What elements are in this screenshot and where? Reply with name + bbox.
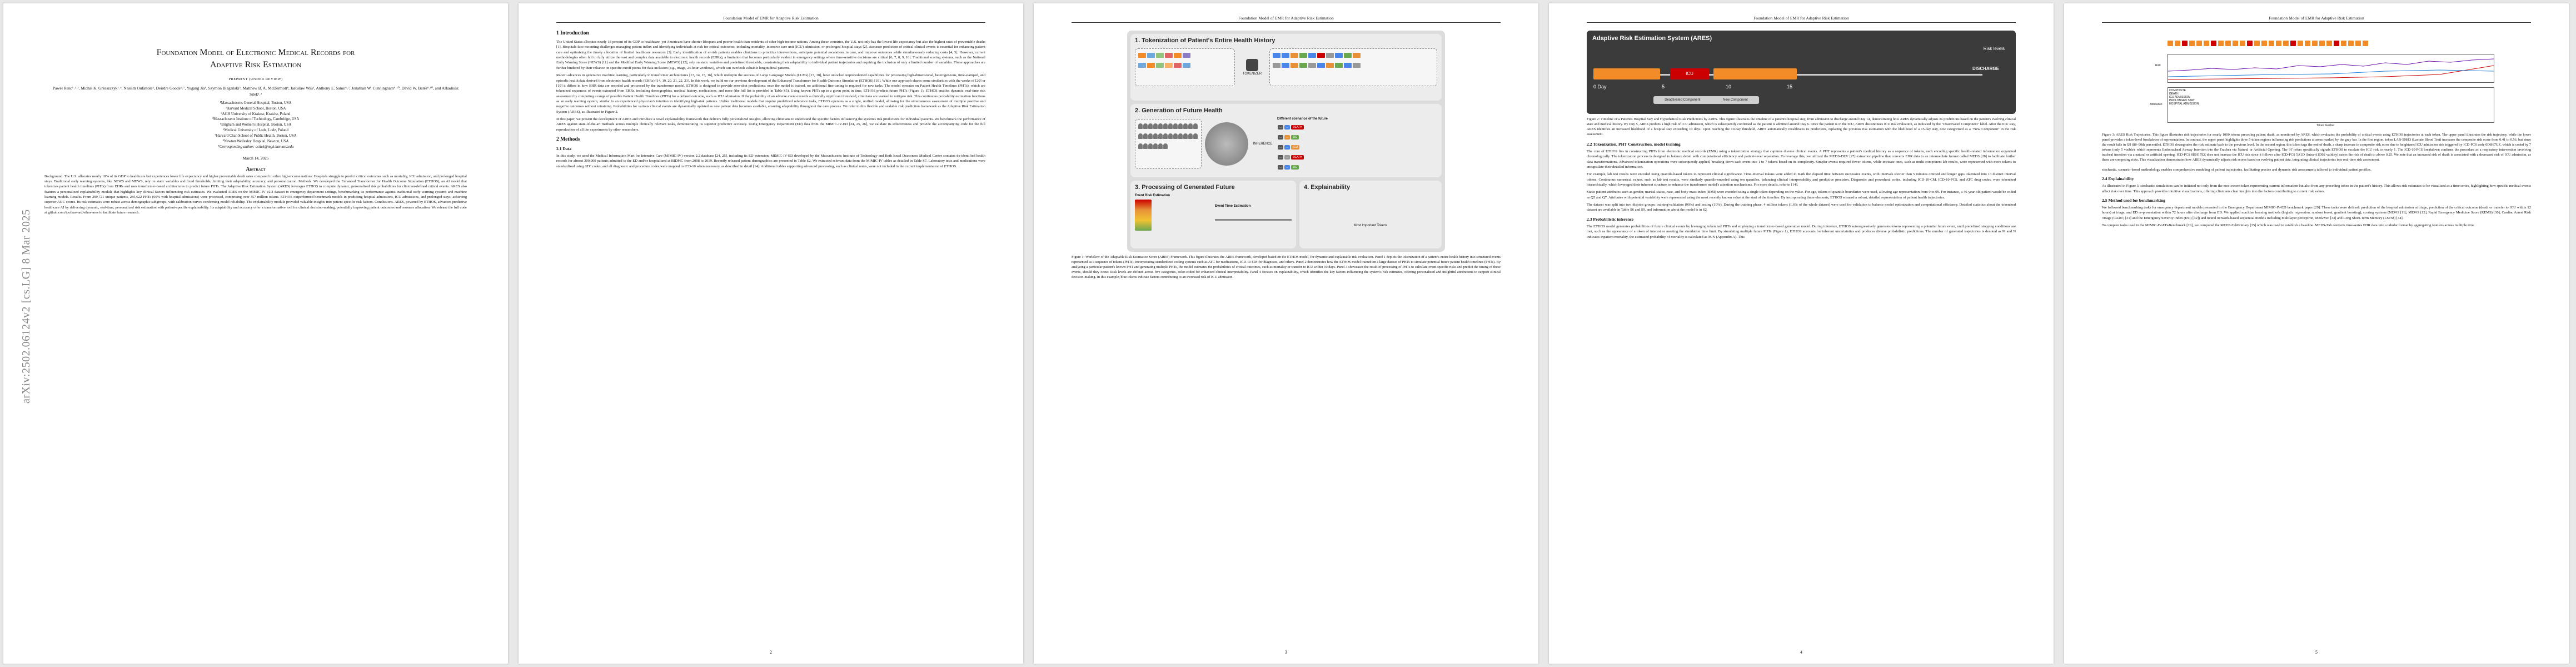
section-heading-introduction: 1 Introduction: [556, 31, 589, 36]
panel-tokenization: 1. Tokenization of Patient's Entire Heal…: [1130, 34, 1442, 101]
risk-levels-label: Risk levels: [1983, 46, 2005, 51]
tick-5: 5: [1662, 84, 1665, 89]
running-head: Foundation Model of EMR for Adaptive Ris…: [556, 16, 985, 23]
legend-composite: COMPOSITE: [2169, 89, 2186, 92]
figure-3-risk-trajectories: Risk COMPOSITE DEATH ICU ADMISSION PROLO…: [2133, 31, 2500, 130]
subsection-heading-probabilistic: 2.3 Probabilistic inference: [1587, 216, 1634, 222]
risk-line-composite: [2168, 58, 2494, 72]
token-sequence: [1269, 48, 1437, 86]
paragraph: Static patient attributes such as gender…: [1587, 190, 2016, 200]
subsection-heading-tokenization: 2.2 Tokenization, PHT Construction, mode…: [1587, 141, 1681, 147]
paragraph: The dataset was split into two disjoint …: [1587, 203, 2016, 212]
token-strip: [2168, 37, 2494, 49]
arxiv-stamp: arXiv:2502.06124v2 [cs.LG] 8 Mar 2025: [20, 209, 32, 404]
panel-title: 3. Processing of Generated Future: [1135, 184, 1235, 191]
event-time-estimation: Event Time Estimation: [1215, 205, 1292, 221]
timeline-segment: [1713, 68, 1797, 79]
panel-title: 4. Explainability: [1304, 184, 1351, 191]
page-number: 2: [770, 650, 772, 655]
timeline-segment: [1593, 68, 1660, 79]
risk-plot: [2168, 54, 2494, 83]
legend-deactivated: Deactivated Component: [1665, 98, 1701, 102]
page-number: 3: [1285, 650, 1287, 655]
x-axis-label: Token Number: [2316, 124, 2335, 127]
figure-legend: Deactivated Component New Component: [1653, 96, 1759, 104]
page-4: Foundation Model of EMR for Adaptive Ris…: [1549, 3, 2054, 664]
section-heading-methods: 2 Methods: [556, 137, 580, 143]
abstract-heading: Abstract: [246, 166, 266, 172]
panel-title: 2. Generation of Future Health: [1135, 107, 1223, 114]
discharge-label: DISCHARGE: [1972, 66, 1999, 71]
figure-title: Adaptive Risk Estimation System (ARES): [1592, 35, 1712, 42]
panel-generation: 2. Generation of Future Health INFERENCE…: [1130, 104, 1442, 177]
preprint-label: PREPRINT (UNDER REVIEW): [228, 77, 283, 82]
health-history-events: [1135, 48, 1235, 86]
future-scenarios: Different scenarios of the future ......…: [1277, 117, 1328, 170]
model-network-icon: [1205, 122, 1248, 166]
page-5: Foundation Model of EMR for Adaptive Ris…: [2064, 3, 2569, 664]
paragraph: The United States allocates nearly 18 pe…: [556, 40, 985, 70]
paragraph: For example, lab test results were encod…: [1587, 172, 2016, 187]
event-risk-estimation: Event Risk Estimation: [1135, 194, 1212, 231]
icu-segment: ICU: [1670, 68, 1709, 79]
figure-2-ares-timeline: Adaptive Risk Estimation System (ARES) R…: [1587, 31, 2016, 114]
patient-population: [1135, 119, 1202, 169]
paragraph: In this study, we used the Medical Infor…: [556, 154, 985, 168]
inference-label: INFERENCE: [1253, 142, 1273, 146]
paragraph: stochastic, scenario-based methodology e…: [2102, 167, 2371, 172]
risk-line-icu: [2168, 69, 2494, 77]
y-axis-label-attribution: Attribution: [2150, 103, 2163, 106]
running-head: Foundation Model of EMR for Adaptive Ris…: [2102, 16, 2531, 23]
paragraph: The ETHOS model generates probabilities …: [1587, 224, 2016, 239]
figure-1-caption: Figure 1: Workflow of the Adaptable Risk…: [1072, 255, 1501, 279]
figure-2-caption: Figure 2: Timeline of a Patient's Hospit…: [1587, 117, 2016, 136]
risk-line-death: [2168, 65, 2494, 80]
subsection-heading-benchmarking: 2.5 Method used for benchmarking: [2102, 197, 2165, 203]
paragraph: Recent advances in generative machine le…: [556, 73, 985, 114]
abstract: Abstract Background. The U.S. allocates …: [41, 166, 470, 216]
paragraph: We followed benchmarking tasks for emerg…: [2102, 205, 2531, 220]
page-number: 5: [2315, 650, 2318, 655]
legend-hospital: HOSPITAL ADMISSION: [2169, 102, 2199, 106]
subsection-heading-explainability: 2.4 Explainability: [2102, 176, 2134, 182]
y-axis-label-risk: Risk: [2155, 64, 2161, 67]
page-2: Foundation Model of EMR for Adaptive Ris…: [519, 3, 1023, 664]
publication-date: March 14, 2025: [242, 155, 269, 161]
page-number: 4: [1800, 650, 1802, 655]
paragraph: To compare tasks used in the MIMIC-IV-ED…: [2102, 223, 2475, 227]
attribution-plot: COMPOSITE DEATH ICU ADMISSION PROLONGED …: [2168, 87, 2494, 123]
running-head: Foundation Model of EMR for Adaptive Ris…: [1072, 16, 1501, 23]
subsection-heading-data: 2.1 Data: [556, 146, 571, 152]
abstract-text: Background. The U.S. allocates nearly 18…: [44, 174, 467, 215]
legend-prolonged: PROLONGED STAY: [2169, 99, 2195, 102]
tick-day0: 0 Day: [1593, 84, 1607, 89]
running-head: Foundation Model of EMR for Adaptive Ris…: [1587, 16, 2016, 23]
paragraph: The core of ETHOS lies in constructing P…: [1587, 149, 2016, 169]
paragraph: In this paper, we present the developmen…: [556, 117, 985, 132]
panel-processing: 3. Processing of Generated Future Event …: [1130, 181, 1296, 248]
legend-icu: ICU ADMISSION: [2169, 96, 2190, 99]
paper-title: Foundation Model of Electronic Medical R…: [156, 48, 355, 69]
tick-15: 15: [1787, 84, 1793, 89]
figure-1-workflow: 1. Tokenization of Patient's Entire Heal…: [1127, 31, 1445, 252]
paragraph: As illustrated in Figure 3, stochastic s…: [2102, 184, 2531, 193]
panel-title: 1. Tokenization of Patient's Entire Heal…: [1135, 37, 1275, 44]
figure-3-caption: Figure 3: ARES Risk Trajectories. This f…: [2102, 133, 2531, 162]
page-1: arXiv:2502.06124v2 [cs.LG] 8 Mar 2025 Fo…: [3, 3, 508, 664]
tick-10: 10: [1726, 84, 1732, 89]
panel-explainability: 4. Explainability Most Important Tokens: [1299, 181, 1442, 248]
tokenizer-label: TOKENIZER: [1242, 72, 1262, 76]
most-important-tokens-label: Most Important Tokens: [1353, 224, 1388, 227]
legend-new: New Component: [1723, 98, 1748, 102]
affiliations: ¹Massachusetts General Hospital, Boston,…: [212, 101, 300, 149]
author-list: Paweł Renc¹˒²˒³, Michał K. Grzeszczyk¹˒⁴…: [52, 86, 459, 97]
tokenizer-icon: [1246, 59, 1258, 71]
legend-death: DEATH: [2169, 92, 2179, 96]
page-3: Foundation Model of EMR for Adaptive Ris…: [1034, 3, 1538, 664]
